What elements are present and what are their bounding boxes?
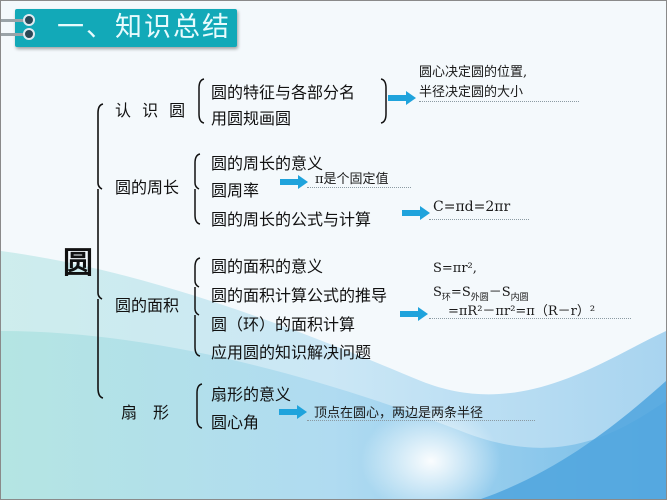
topic-item: 圆的周长的公式与计算	[211, 210, 372, 229]
note-text: 顶点在圆心，两边是两条半径	[314, 406, 484, 421]
formula-part: =S	[450, 285, 471, 300]
topic-item: 圆的面积的意义	[211, 257, 324, 276]
binder-ring-icon	[23, 28, 35, 40]
formula-subscript: 外圆	[470, 293, 489, 303]
formula-part: －S	[488, 285, 511, 300]
arrow-right-icon	[402, 206, 430, 220]
brace-icon	[198, 78, 205, 124]
note-text: π是个固定值	[315, 172, 389, 187]
binder-wire	[1, 33, 29, 36]
formula-line: =πR²－πr²=π（R－r）²	[448, 304, 596, 319]
topic-item: 圆心角	[211, 413, 260, 432]
brace-icon	[196, 383, 203, 429]
dotted-underline	[429, 318, 631, 319]
brace-icon	[194, 153, 201, 225]
topic-item: 圆的周长的意义	[211, 154, 324, 173]
formula-line: S=πr²,	[433, 261, 477, 276]
dotted-underline	[419, 101, 579, 102]
topic-item: 圆（环）的面积计算	[211, 315, 356, 334]
section-title-tab: 一、知识总结	[15, 9, 237, 47]
binder-wire	[1, 19, 29, 22]
root-topic: 圆	[63, 246, 93, 281]
arrow-right-icon	[279, 405, 307, 419]
brace-icon	[194, 257, 201, 357]
formula-line: S环=S外圆－S内圆	[433, 281, 529, 303]
arrow-right-icon	[400, 307, 428, 321]
topic-item: 圆的特征与各部分名	[211, 83, 356, 102]
branch-label: 圆的面积	[115, 296, 180, 315]
topic-item: 圆周率	[211, 181, 260, 200]
dotted-underline	[307, 187, 411, 188]
main-brace	[97, 103, 104, 399]
arrow-right-icon	[280, 175, 308, 189]
binder-ring-icon	[23, 14, 35, 26]
topic-item: 圆的面积计算公式的推导	[211, 286, 388, 305]
topic-item: 应用圆的知识解决问题	[211, 343, 372, 362]
brace-close-icon	[380, 78, 387, 124]
branch-label: 圆的周长	[115, 178, 180, 197]
branch-label: 认 识 圆	[115, 101, 189, 120]
dotted-underline	[429, 219, 529, 220]
note-text: 圆心决定圆的位置,	[419, 65, 528, 80]
section-title: 一、知识总结	[57, 12, 231, 43]
arrow-right-icon	[388, 91, 416, 105]
formula-text: C=πd=2πr	[433, 199, 511, 215]
topic-item: 用圆规画圆	[211, 109, 292, 128]
dotted-underline	[307, 420, 535, 421]
branch-label: 扇 形	[121, 403, 170, 422]
topic-item: 扇形的意义	[211, 385, 292, 404]
formula-part: S	[433, 285, 442, 300]
formula-subscript: 环	[441, 293, 451, 303]
note-text: 半径决定圆的大小	[419, 85, 524, 100]
formula-subscript: 内圆	[510, 293, 529, 303]
